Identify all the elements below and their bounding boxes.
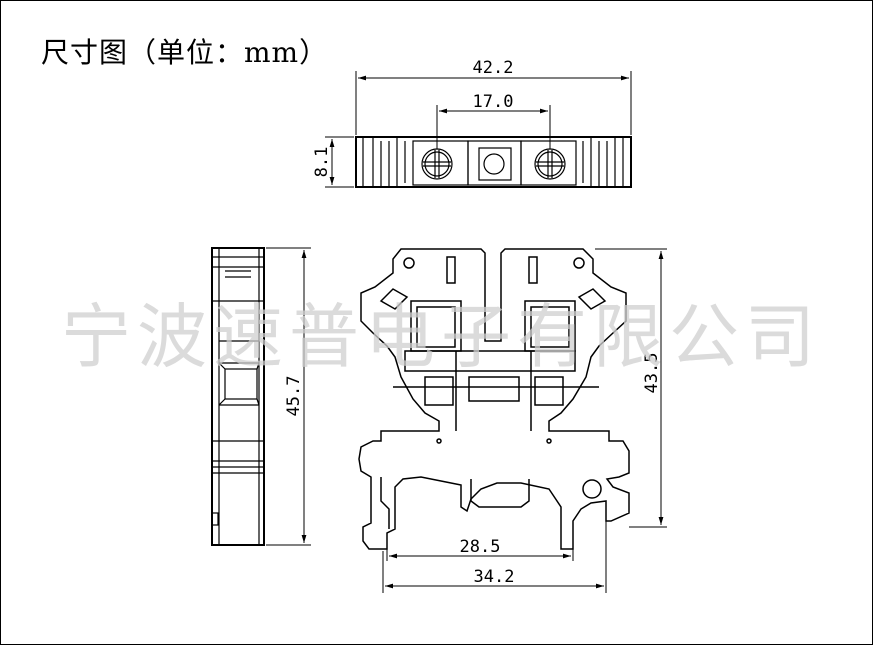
dim-top-width-label: 42.2 bbox=[473, 58, 514, 78]
dim-top-width bbox=[355, 71, 632, 135]
dim-top-height bbox=[325, 136, 354, 188]
dim-rail-outer bbox=[382, 521, 607, 593]
dim-rail-inner bbox=[386, 533, 574, 561]
dim-top-pitch-label: 17.0 bbox=[473, 92, 514, 112]
dim-side-height-label: 45.7 bbox=[284, 376, 304, 417]
dim-top-pitch bbox=[436, 105, 551, 149]
dim-front-height-label: 43.5 bbox=[642, 353, 662, 394]
dim-rail-inner-label: 28.5 bbox=[460, 537, 501, 557]
side-view bbox=[211, 247, 265, 546]
top-view bbox=[355, 136, 632, 188]
dim-side-height bbox=[266, 247, 311, 546]
dim-rail-outer-label: 34.2 bbox=[474, 567, 515, 587]
dim-top-height-label: 8.1 bbox=[312, 147, 332, 178]
front-view bbox=[358, 248, 630, 550]
dim-front-height bbox=[595, 248, 667, 528]
page-title: 尺寸图（单位：mm） bbox=[41, 36, 329, 69]
